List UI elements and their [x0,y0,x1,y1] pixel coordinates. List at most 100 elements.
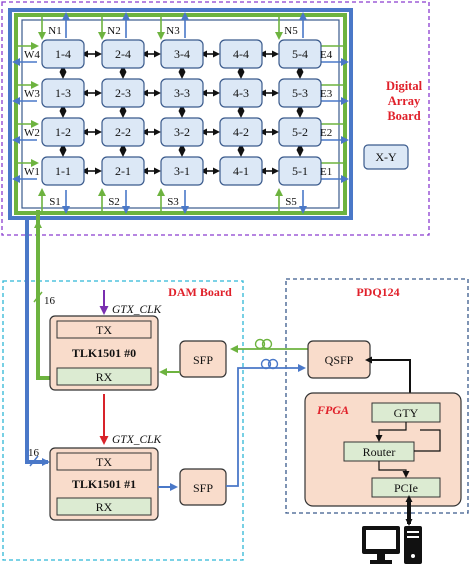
node-label: 5-3 [292,86,308,100]
node-label: 1-3 [55,86,71,100]
node-box [101,156,145,186]
node-5-2: 5-2 [278,117,322,147]
node-label: 2-1 [115,164,131,178]
gty-router-link [375,422,407,442]
north-port-labels: N1 N2 N3 N5 [48,25,298,37]
node-label: 4-2 [233,125,249,139]
pdq-board-title: PDQ124 [356,285,399,299]
sfp-bottom-label: SFP [193,481,213,495]
node-3-3: 3-3 [160,78,204,108]
node-box [278,117,322,147]
array-green-bus-border [14,13,347,215]
sfp-top-block [179,340,227,378]
node-box [101,78,145,108]
computer-icon [362,526,422,564]
node-box [219,117,263,147]
node-label: 4-3 [233,86,249,100]
node-box [41,39,85,69]
tlk1501-0-rx-box [56,367,152,386]
bus-width-label-2: 16 [28,447,40,459]
pcie-label: PCIe [394,481,418,495]
node-box [160,156,204,186]
tlk1501-0-tx-label: TX [96,323,112,337]
qsfp-gty-link [365,356,414,402]
bus-width-label-1: 16 [44,295,56,307]
xy-legend-box [363,144,409,170]
north-port-arrows [38,12,307,40]
node-1-2: 1-2 [41,117,85,147]
node-3-1: 3-1 [160,156,204,186]
node-box [278,78,322,108]
node-label: 2-3 [115,86,131,100]
tlk1501-1-rx-label: RX [96,500,113,514]
node-box [160,78,204,108]
port-label-e1: E1 [320,166,332,178]
node-label: 2-2 [115,125,131,139]
port-label-s1: S1 [49,196,61,208]
node-label: 3-1 [174,164,190,178]
gtx-clk-label-2: GTX_CLK [112,434,163,446]
node-2-2: 2-2 [101,117,145,147]
node-2-4: 2-4 [101,39,145,69]
node-label: 5-4 [292,47,308,61]
port-label-w4: W4 [24,49,40,61]
port-label-n2: N2 [107,25,120,37]
node-1-1: 1-1 [41,156,85,186]
router-gty-return [414,429,441,452]
node-1-4: 1-4 [41,39,85,69]
fiber-loop-icon-bottom [260,358,279,370]
node-box [160,117,204,147]
east-port-labels: E4 E3 E2 E1 [320,49,333,178]
node-link-arrows [59,50,304,175]
node-5-1: 5-1 [278,156,322,186]
node-box [219,78,263,108]
node-2-1: 2-1 [101,156,145,186]
array-blue-bus-border [8,8,353,220]
port-label-w3: W3 [24,88,40,100]
node-box [101,39,145,69]
node-label: 5-2 [292,125,308,139]
south-port-labels: S1 S2 S3 S5 [49,196,297,208]
node-label: 5-1 [292,164,308,178]
south-port-arrows [38,188,307,214]
port-label-e4: E4 [320,49,333,61]
node-4-2: 4-2 [219,117,263,147]
tlk1501-1-tx-label: TX [96,455,112,469]
node-label: 3-4 [174,47,190,61]
digital-array-board-title-line2: Array [388,94,421,108]
port-label-n1: N1 [48,25,61,37]
pdq-board-frame [285,278,469,514]
digital-array-board-frame [1,1,430,236]
sfp-bottom-to-qsfp-fiber [226,364,306,487]
node-label: 1-1 [55,164,71,178]
port-label-s3: S3 [167,196,179,208]
node-3-4: 3-4 [160,39,204,69]
node-grid: 1-4 2-4 3-4 4-4 5-4 1-3 2-3 3-3 4-3 5-3 1-2 2-2 3-2 4… [41,39,322,186]
node-label: 2-4 [115,47,131,61]
node-1-3: 1-3 [41,78,85,108]
xy-legend-label: X-Y [375,150,397,164]
port-label-n3: N3 [166,25,180,37]
node-5-4: 5-4 [278,39,322,69]
fiber-loop-icon-top [254,338,273,350]
node-box [41,117,85,147]
node-box [101,117,145,147]
node-box [278,39,322,69]
port-label-w1: W1 [24,166,40,178]
array-navy-inner-border [21,19,340,209]
bus-slash-1 [33,291,43,303]
node-label: 3-2 [174,125,190,139]
node-label: 4-4 [233,47,249,61]
tlk1501-0-rx-label: RX [96,370,113,384]
node-box [219,39,263,69]
gtx-clk-label-1: GTX_CLK [112,304,163,316]
port-label-e2: E2 [320,127,332,139]
node-label: 1-2 [55,125,71,139]
tlk1501-1-rx-box [56,497,152,516]
port-label-e3: E3 [320,88,333,100]
west-port-labels: W4 W3 W2 W1 [24,49,40,178]
node-box [219,156,263,186]
port-label-w2: W2 [24,127,40,139]
dam-board-frame [2,280,244,561]
node-label: 3-3 [174,86,190,100]
